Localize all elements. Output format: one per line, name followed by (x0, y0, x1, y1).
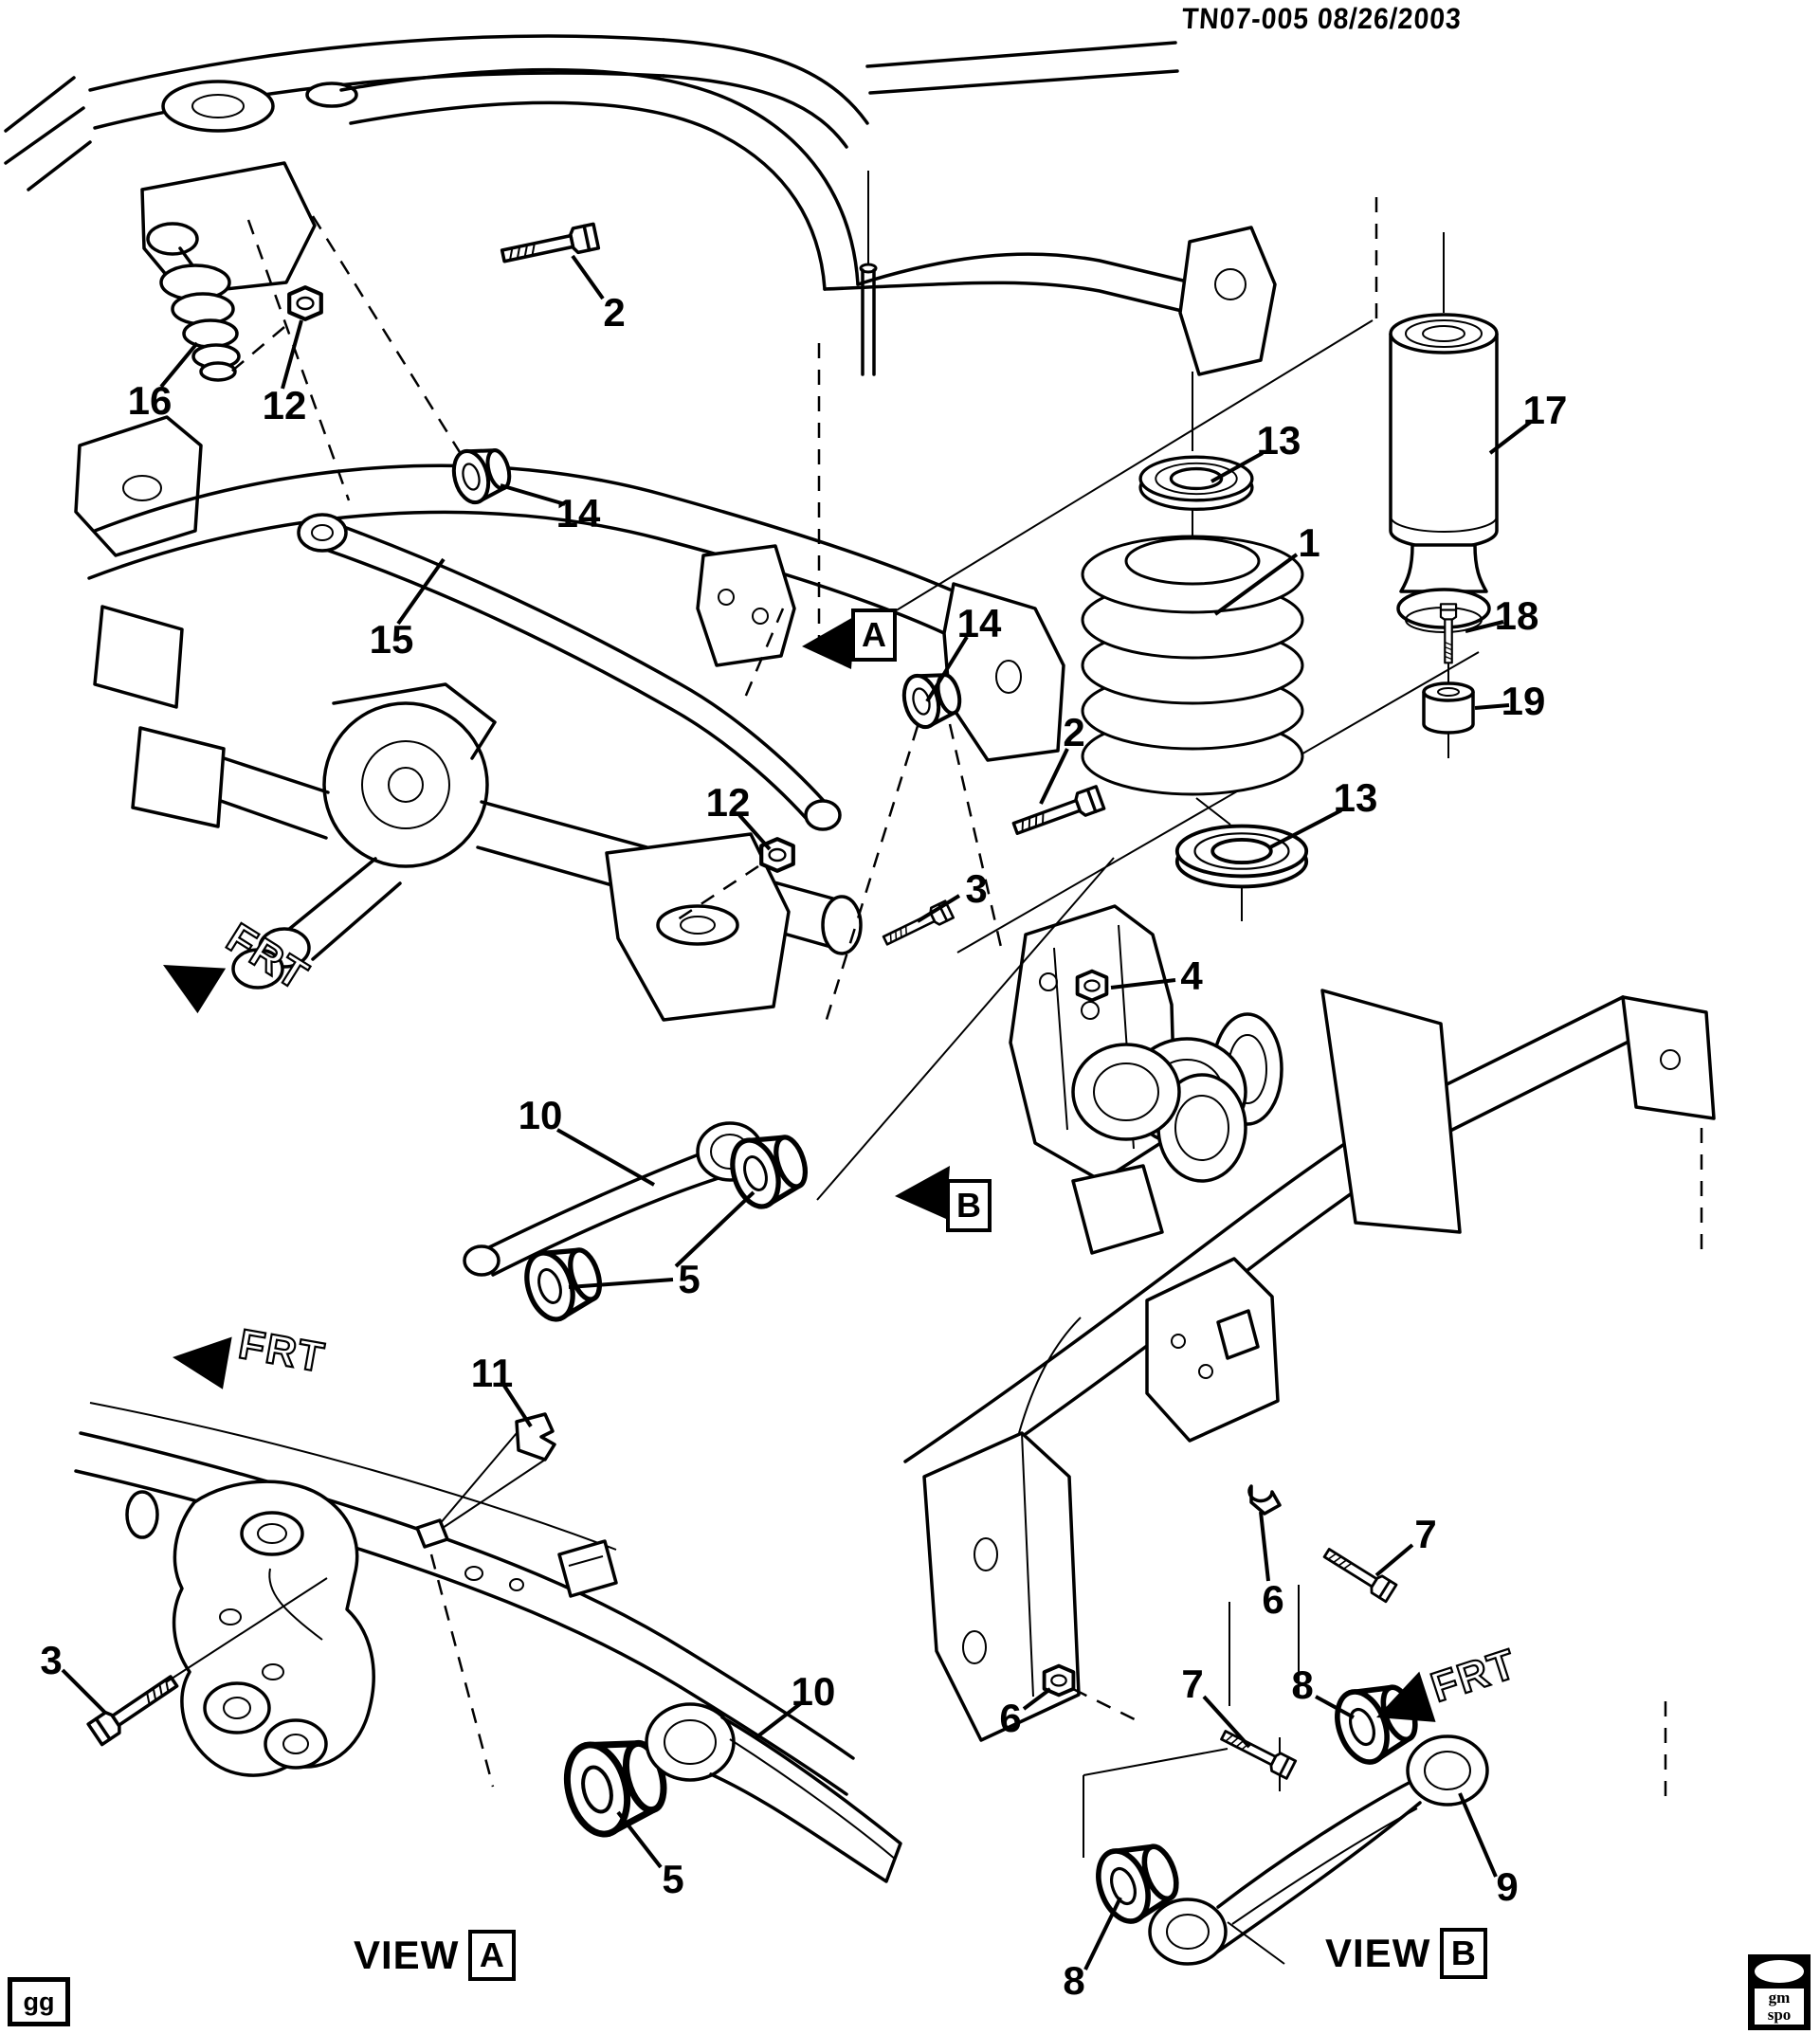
air-spring (1389, 232, 1499, 633)
section-b-arrow-icon (895, 1166, 950, 1219)
view-a-letterbox: A (468, 1930, 517, 1981)
callout-3: 3 (40, 1638, 63, 1682)
callout-17: 17 (1522, 388, 1568, 432)
spring-parts (816, 197, 1499, 1201)
callout-8: 8 (1291, 1662, 1314, 1707)
callout-4: 4 (1180, 953, 1203, 998)
callout-16: 16 (127, 378, 173, 423)
callout-12: 12 (705, 780, 751, 825)
section-marker-b: B (946, 1179, 992, 1232)
view-a-label: VIEW A (354, 1930, 517, 1981)
callout-2: 2 (603, 290, 626, 335)
view-b-label: VIEW B (1325, 1928, 1488, 1979)
callout-13: 13 (1256, 418, 1301, 463)
callout-7: 7 (1414, 1512, 1437, 1556)
callout-18: 18 (1494, 593, 1539, 638)
direction-arrows: FRT FRT FRT (163, 616, 1523, 1722)
callout-6: 6 (1262, 1577, 1284, 1622)
frt-arrow-icon (1376, 1671, 1436, 1722)
callout-9: 9 (1496, 1864, 1519, 1909)
callout-10: 10 (518, 1093, 563, 1137)
callout-5: 5 (678, 1257, 701, 1301)
frt-label: FRT (235, 1321, 329, 1382)
callout-11: 11 (470, 1351, 514, 1395)
callout-12: 12 (262, 383, 307, 427)
section-a-arrow-icon (802, 616, 855, 669)
gm-spo-logo: gm spo (1748, 1954, 1811, 2030)
view-b-art (903, 989, 1716, 1966)
callout-3: 3 (965, 866, 988, 911)
frt-label: FRT (1426, 1641, 1522, 1712)
callout-8: 8 (1063, 1958, 1085, 2003)
callout-14: 14 (555, 491, 601, 536)
fasteners-top (230, 215, 1109, 1325)
logo-line2: spo (1767, 2006, 1792, 2024)
callout-1: 1 (1298, 520, 1320, 565)
callout-14: 14 (956, 601, 1002, 645)
view-a-text: VIEW (354, 1933, 460, 1977)
callout-5: 5 (662, 1857, 684, 1901)
logo-text: gm spo (1755, 1989, 1804, 2025)
view-a-art (74, 1402, 902, 1883)
frt-arrow-icon (173, 1336, 232, 1389)
callout-10: 10 (791, 1669, 836, 1714)
callout-7: 7 (1181, 1662, 1204, 1706)
logo-oval-icon (1755, 1960, 1804, 1983)
bushing-19 (1422, 663, 1475, 758)
logo-line1: gm (1768, 1989, 1791, 2007)
drawing-number: TN07-005 08/26/2003 (1180, 2, 1463, 35)
callout-15: 15 (369, 617, 414, 662)
callout-2: 2 (1063, 710, 1085, 754)
section-marker-a: A (851, 608, 897, 662)
callout-6: 6 (999, 1696, 1022, 1740)
coil-spring (1081, 535, 1304, 796)
callout-19: 19 (1501, 679, 1546, 723)
frt-arrow-icon (163, 965, 227, 1014)
callout-13: 13 (1333, 775, 1378, 820)
leader-lines (61, 254, 1533, 1970)
view-b-text: VIEW (1325, 1931, 1431, 1975)
sheet-tag: gg (8, 1977, 70, 2026)
view-b-letterbox: B (1440, 1928, 1488, 1979)
